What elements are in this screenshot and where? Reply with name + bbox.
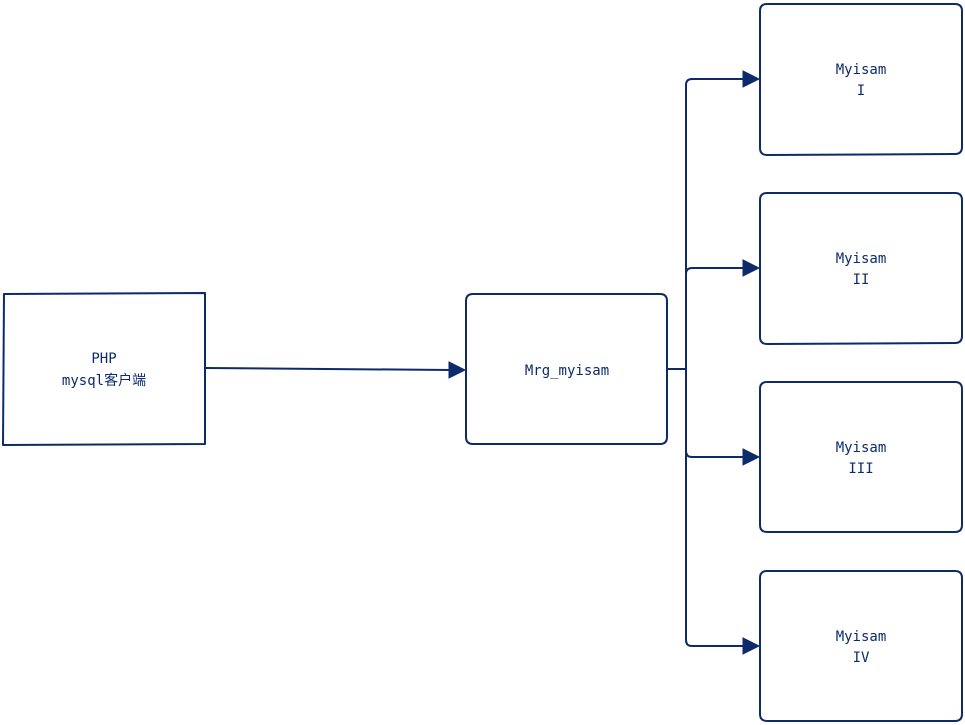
node-myisam-3-label-line1: Myisam bbox=[836, 440, 887, 456]
node-myisam-2-label-line2: II bbox=[853, 272, 870, 288]
node-myisam-1-border bbox=[759, 3, 963, 156]
edge-client-to-merge-line bbox=[205, 367, 451, 371]
arrow-right-icon bbox=[742, 259, 761, 277]
node-myisam-4-label-line2: IV bbox=[853, 650, 870, 666]
node-myisam-4[interactable]: Myisam IV bbox=[759, 570, 963, 722]
node-myisam-4-label-line1: Myisam bbox=[836, 629, 887, 645]
arrow-right-icon bbox=[742, 637, 761, 655]
edge-merge-to-myisam-2-line bbox=[685, 267, 744, 370]
node-myisam-3[interactable]: Myisam III bbox=[759, 381, 963, 533]
node-myisam-2[interactable]: Myisam II bbox=[759, 192, 963, 345]
edge-merge-to-myisam-3 bbox=[685, 368, 761, 466]
arrow-right-icon bbox=[742, 70, 761, 88]
node-myisam-2-border bbox=[759, 192, 963, 345]
node-mrg-myisam[interactable]: Mrg_myisam bbox=[465, 293, 668, 445]
edge-merge-to-myisam-1 bbox=[685, 70, 761, 370]
edge-merge-to-myisam-2 bbox=[685, 259, 761, 370]
node-myisam-3-border bbox=[759, 381, 963, 533]
arrow-right-icon bbox=[742, 448, 761, 466]
node-myisam-1[interactable]: Myisam I bbox=[759, 3, 963, 156]
node-mrg-myisam-border bbox=[465, 293, 668, 445]
node-myisam-1-label-line2: I bbox=[857, 83, 865, 99]
edge-merge-to-myisam-4 bbox=[685, 368, 761, 655]
node-php-client-border bbox=[2, 292, 206, 446]
edge-merge-to-myisam-4-line bbox=[685, 368, 744, 647]
node-mrg-myisam-label: Mrg_myisam bbox=[525, 363, 609, 379]
node-php-client-label-line1: PHP bbox=[91, 351, 116, 367]
node-myisam-2-label-line1: Myisam bbox=[836, 251, 887, 267]
edge-merge-to-myisam-3-line bbox=[685, 368, 744, 458]
node-php-client-label-line2: mysql客户端 bbox=[62, 372, 146, 389]
node-php-client[interactable]: PHP mysql客户端 bbox=[2, 292, 206, 446]
arrow-right-icon bbox=[448, 361, 467, 379]
node-myisam-4-border bbox=[759, 570, 963, 722]
node-myisam-1-label-line1: Myisam bbox=[836, 62, 887, 78]
edge-client-to-merge bbox=[205, 361, 467, 379]
edge-merge-to-myisam-1-line bbox=[685, 78, 744, 370]
node-myisam-3-label-line2: III bbox=[848, 461, 873, 477]
